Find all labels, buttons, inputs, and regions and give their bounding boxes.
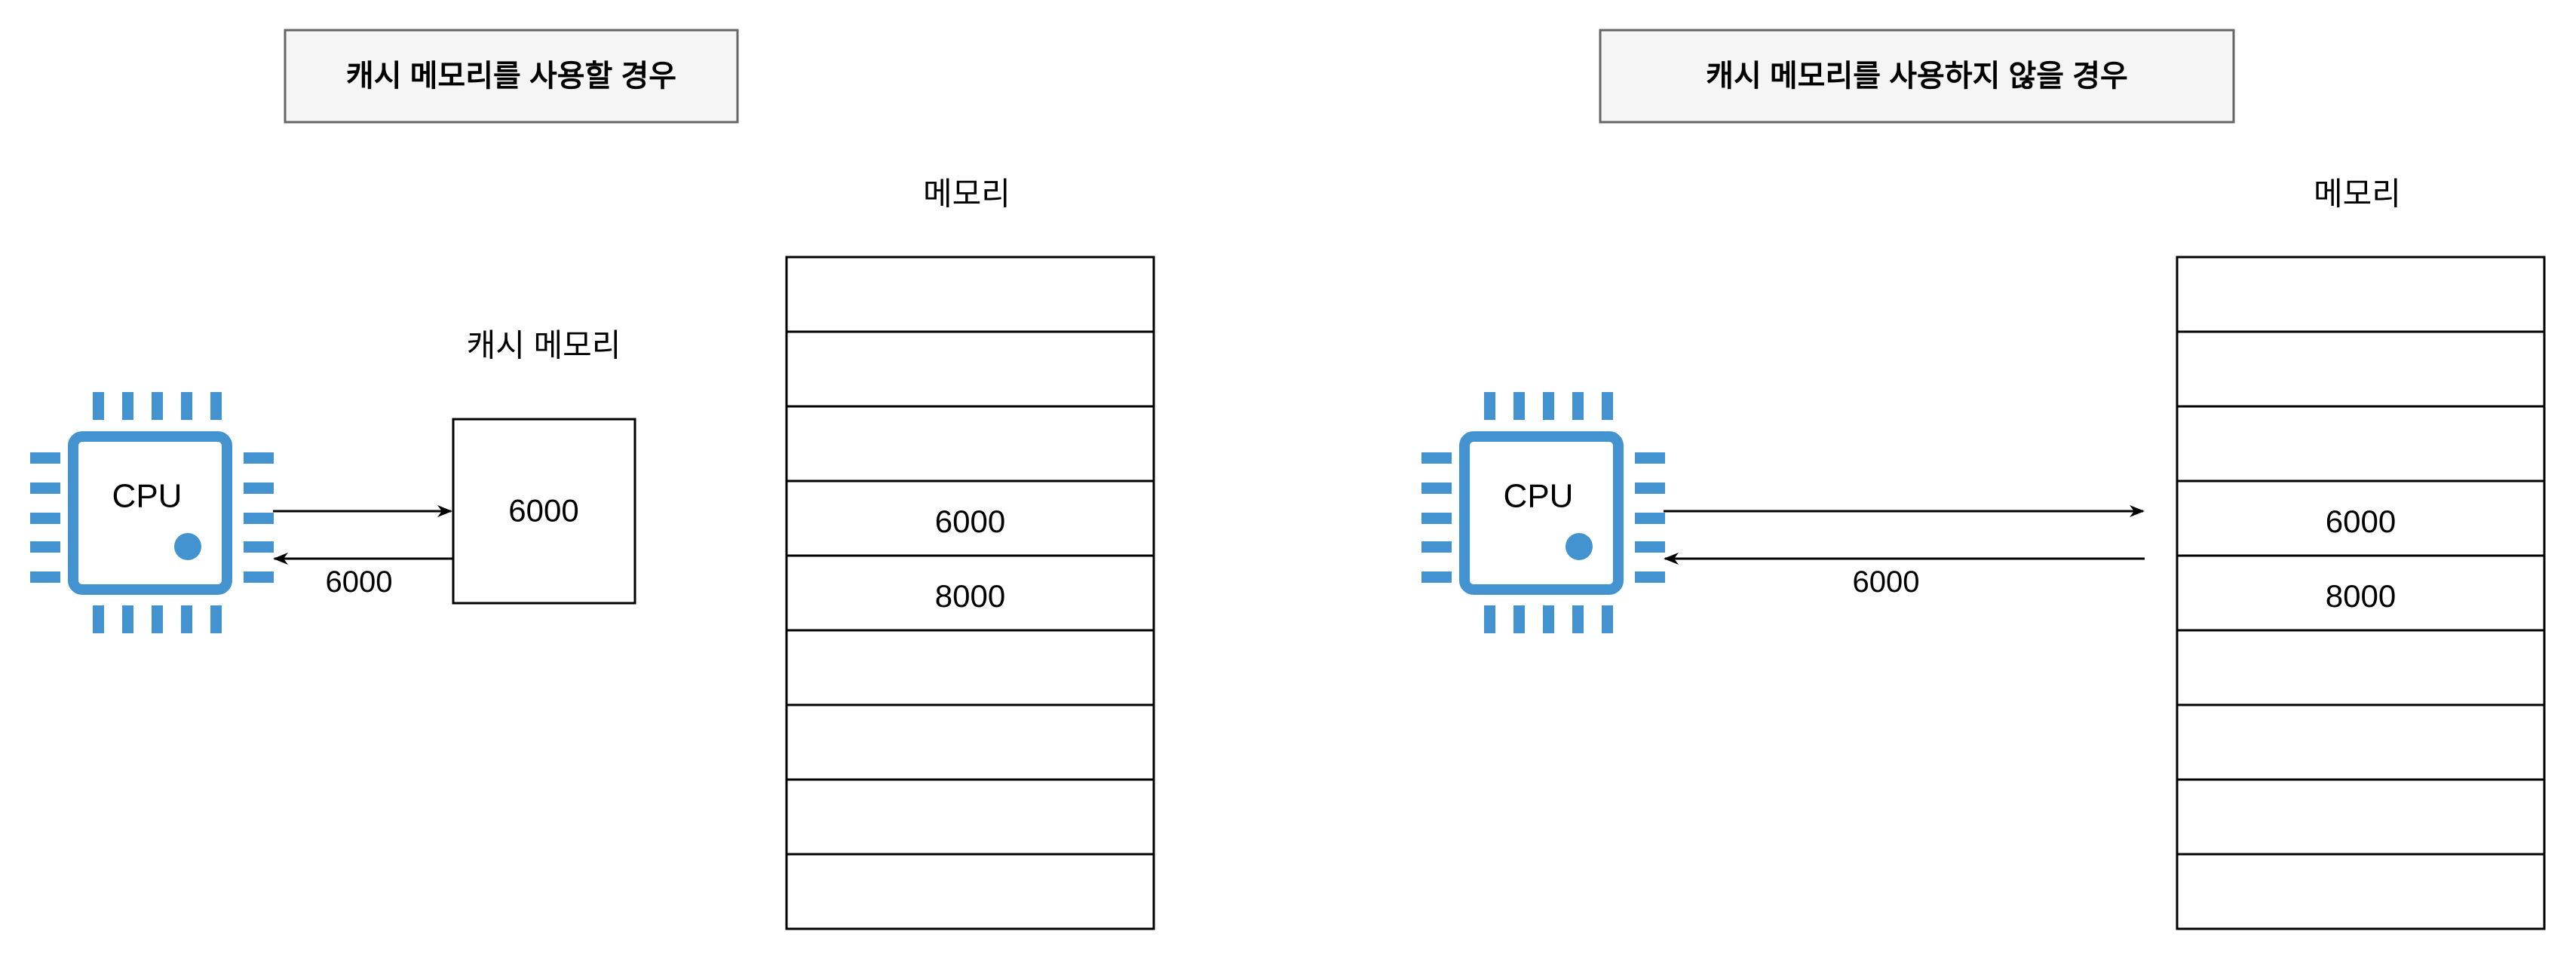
cpu-pin (181, 392, 192, 420)
cpu-pin (93, 392, 104, 420)
cache-memory-label: 캐시 메모리 (467, 328, 621, 363)
right-panel: 캐시 메모리를 사용하지 않을 경우 CPU 6000 메모리 6000 8000 (1421, 29, 2546, 930)
memory-cell (785, 479, 1155, 557)
cpu-pin (1602, 392, 1613, 420)
cpu-pin (1635, 571, 1665, 583)
cpu-pin (244, 483, 274, 494)
left-return-value: 6000 (326, 565, 393, 599)
memory-cell (2176, 778, 2546, 856)
cpu-pin (30, 452, 60, 464)
left-cpu-icon: CPU (30, 392, 274, 633)
memory-cell (785, 703, 1155, 781)
cpu-pin (1572, 392, 1584, 420)
memory-cell (2176, 629, 2546, 706)
cpu-pin (210, 605, 222, 633)
cpu-pin (1484, 605, 1495, 633)
cache-memory-value: 6000 (508, 493, 578, 528)
memory-cell (785, 629, 1155, 706)
left-memory-label: 메모리 (923, 176, 1010, 212)
cpu-pin (244, 541, 274, 553)
memory-cell (2176, 330, 2546, 408)
cpu-pin (30, 571, 60, 583)
right-memory-stack: 6000 8000 (2176, 256, 2546, 930)
left-panel: 캐시 메모리를 사용할 경우 CPU 6000 캐시 메모리 6000 메모리 … (30, 29, 1155, 930)
left-title: 캐시 메모리를 사용할 경우 (346, 60, 676, 93)
cpu-pin (1635, 541, 1665, 553)
cpu-pin (1421, 513, 1452, 524)
cpu-dot (174, 533, 201, 560)
cpu-pin (1513, 392, 1525, 420)
left-memory-stack: 6000 8000 (785, 256, 1155, 930)
cpu-pin (1543, 605, 1554, 633)
cpu-dot (1566, 533, 1593, 560)
cpu-pin (244, 513, 274, 524)
memory-cell (785, 853, 1155, 930)
cpu-pin (1421, 571, 1452, 583)
cpu-pin (122, 605, 133, 633)
memory-cell (2176, 703, 2546, 781)
memory-cell (2176, 479, 2546, 557)
right-title-box: 캐시 메모리를 사용하지 않을 경우 (1599, 29, 2235, 124)
memory-cell-value: 8000 (935, 578, 1005, 614)
right-return-value: 6000 (1853, 565, 1920, 599)
cpu-pin (210, 392, 222, 420)
cpu-label: CPU (1504, 478, 1574, 515)
cpu-pin (1421, 541, 1452, 553)
cpu-pin (244, 452, 274, 464)
cpu-pin (1635, 513, 1665, 524)
left-title-box: 캐시 메모리를 사용할 경우 (284, 29, 739, 124)
memory-cell (785, 330, 1155, 408)
right-title-box-frame (1599, 29, 2235, 124)
cpu-pin (93, 605, 104, 633)
cpu-pin (30, 483, 60, 494)
cpu-label: CPU (112, 478, 182, 515)
cpu-pin (1484, 392, 1495, 420)
cpu-pin (122, 392, 133, 420)
memory-cell (2176, 256, 2546, 333)
right-title: 캐시 메모리를 사용하지 않을 경우 (1706, 60, 2128, 93)
cpu-pin (1602, 605, 1613, 633)
cpu-pin (30, 541, 60, 553)
cpu-pin (152, 605, 163, 633)
memory-cell (2176, 405, 2546, 483)
memory-cell (785, 405, 1155, 483)
memory-cell-value: 6000 (2326, 504, 2396, 539)
cpu-pin (244, 571, 274, 583)
right-cpu-icon: CPU (1421, 392, 1665, 633)
memory-cell (2176, 853, 2546, 930)
cpu-pin (1635, 483, 1665, 494)
right-memory-label: 메모리 (2314, 176, 2401, 212)
cpu-pin (1635, 452, 1665, 464)
cache-memory-box (452, 418, 636, 605)
cpu-pin (1543, 392, 1554, 420)
cpu-pin (1572, 605, 1584, 633)
cpu-pin (152, 392, 163, 420)
memory-cell (785, 554, 1155, 632)
memory-cell-value: 8000 (2326, 578, 2396, 614)
memory-cell-value: 6000 (935, 504, 1005, 539)
memory-cell (785, 256, 1155, 333)
cpu-pin (1421, 483, 1452, 494)
memory-cell (785, 778, 1155, 856)
left-title-box-frame (284, 29, 739, 124)
cpu-pin (1513, 605, 1525, 633)
cpu-pin (181, 605, 192, 633)
memory-cell (2176, 554, 2546, 632)
cpu-pin (1421, 452, 1452, 464)
cpu-pin (30, 513, 60, 524)
